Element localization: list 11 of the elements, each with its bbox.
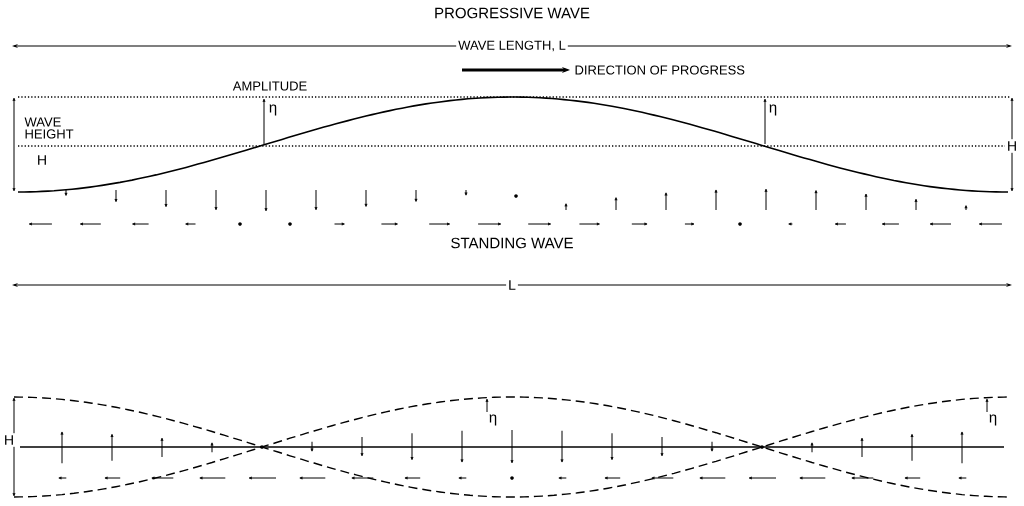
label: WAVE HEIGHT (24, 117, 74, 139)
label: PROGRESSIVE WAVE (435, 7, 590, 19)
label: η (269, 104, 277, 116)
label: η (989, 414, 997, 426)
label: η (489, 414, 497, 426)
label: STANDING WAVE (451, 237, 573, 249)
label: AMPLITUDE (232, 81, 307, 91)
label: DIRECTION OF PROGRESS (575, 65, 745, 75)
label: L (506, 278, 518, 292)
label: η (769, 104, 777, 116)
label: H (38, 155, 46, 165)
